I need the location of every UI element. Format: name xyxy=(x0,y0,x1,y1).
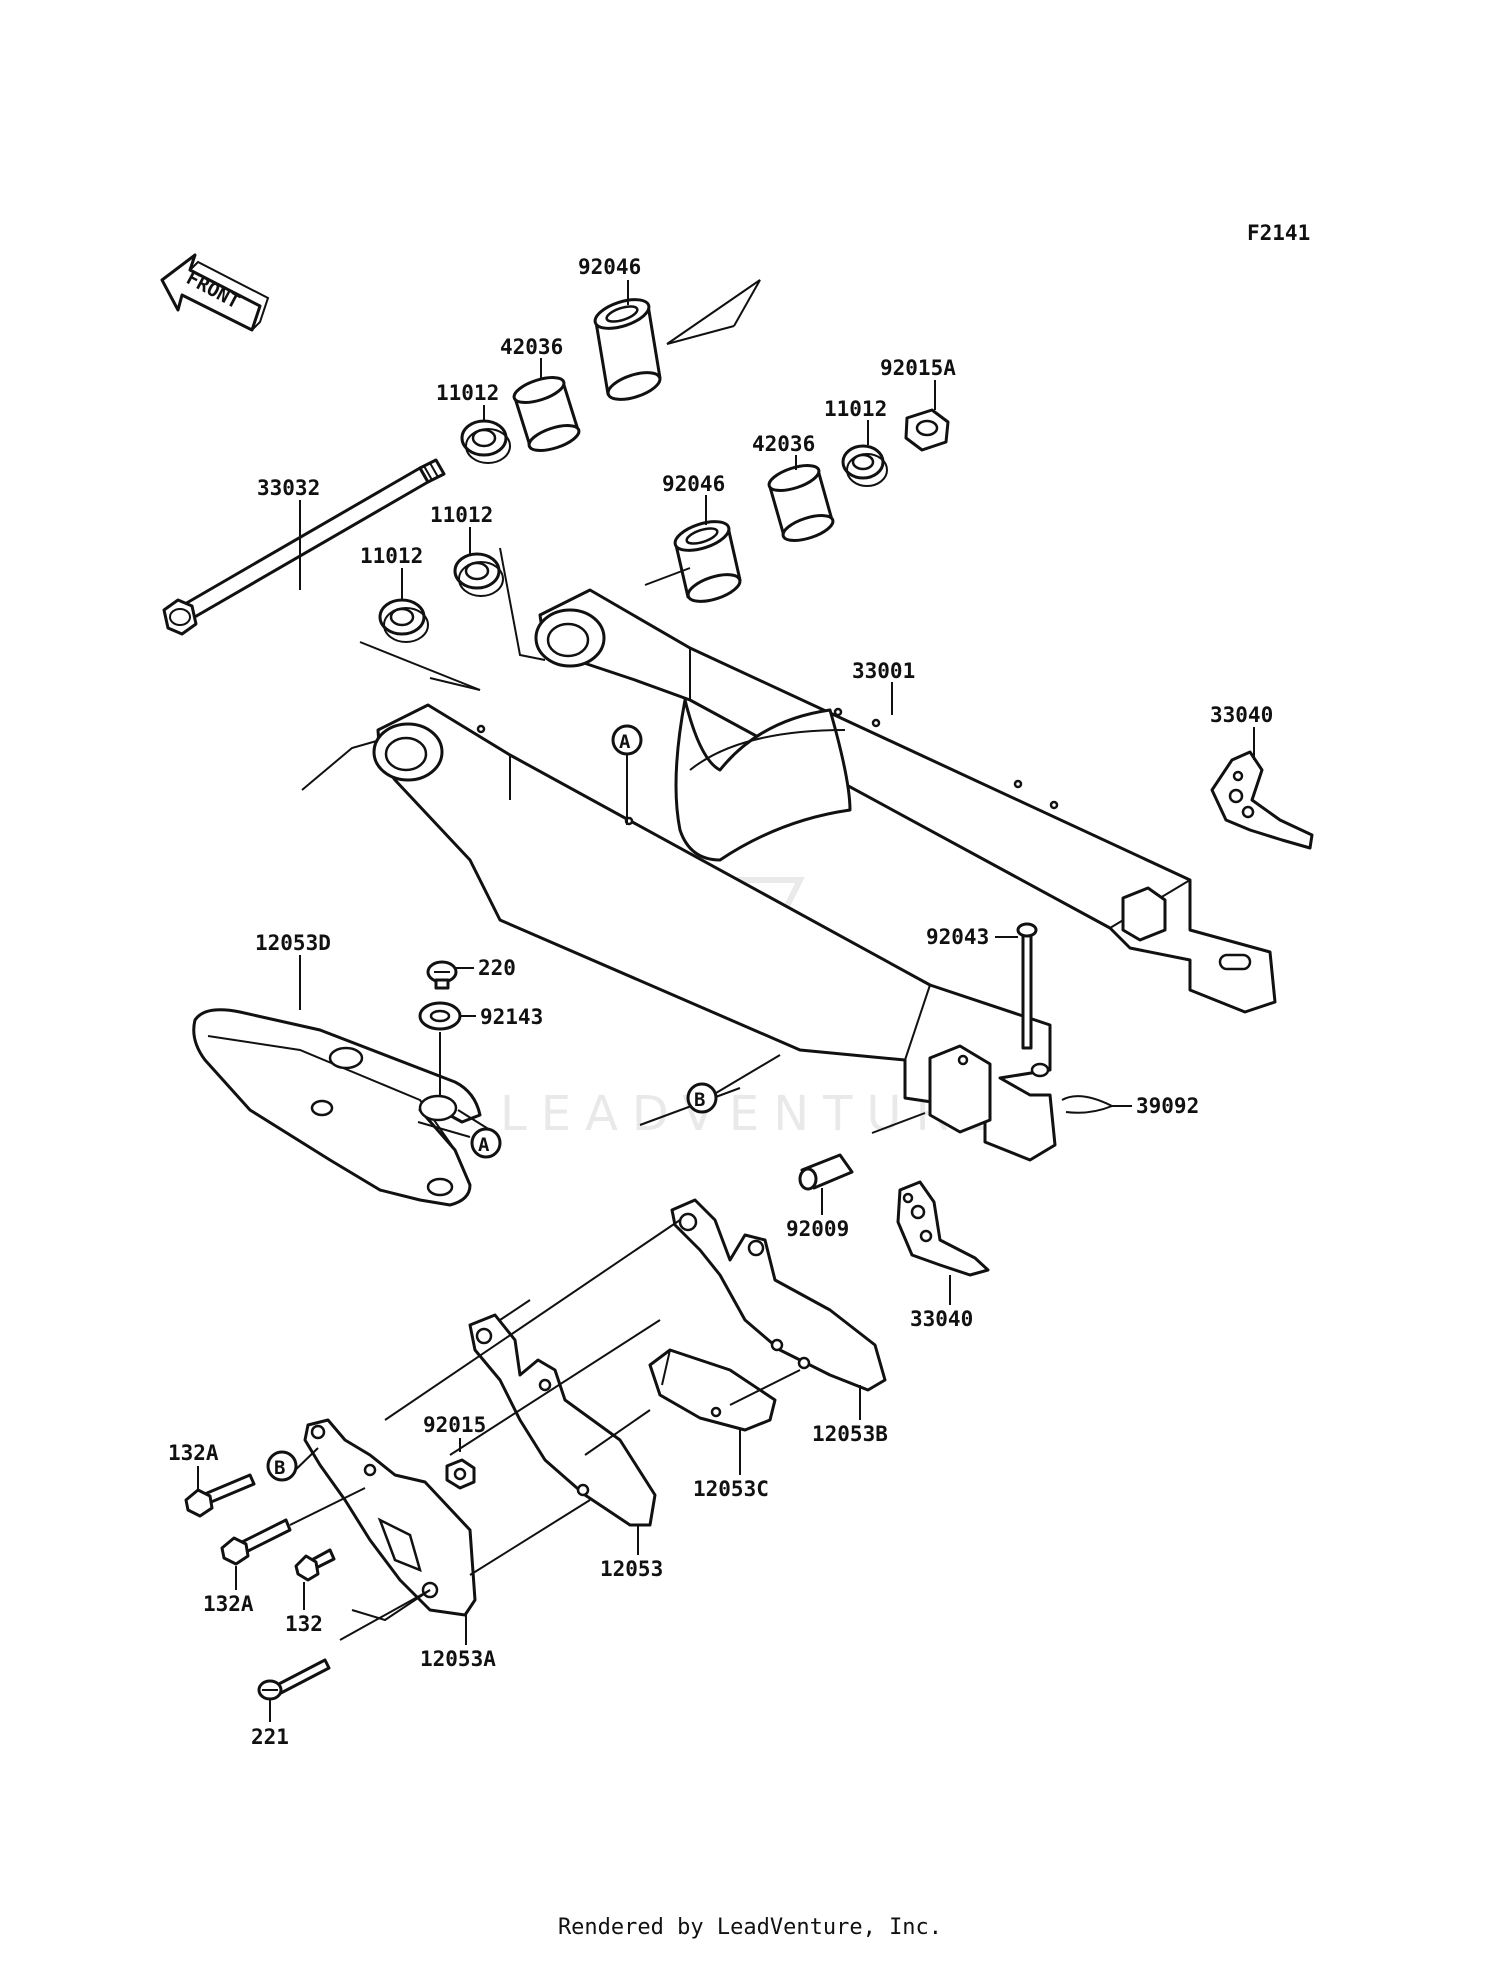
label-92143: 92143 xyxy=(480,1005,543,1029)
label-12053A: 12053A xyxy=(420,1647,496,1671)
bolt-132 xyxy=(294,1548,336,1582)
screw-220 xyxy=(426,960,458,990)
label-132A-top: 132A xyxy=(168,1441,219,1465)
bolt-132A-top xyxy=(184,1473,256,1518)
label-92015: 92015 xyxy=(423,1413,486,1437)
label-92046-mid: 92046 xyxy=(662,472,725,496)
nut-92015 xyxy=(445,1458,476,1490)
guide-plate-12053 xyxy=(468,1313,657,1527)
label-132: 132 xyxy=(285,1612,323,1636)
label-12053B: 12053B xyxy=(812,1422,888,1446)
svg-text:B: B xyxy=(694,1089,705,1111)
chain-slider-12053D xyxy=(192,1008,482,1207)
label-221: 221 xyxy=(251,1725,289,1749)
label-12053D: 12053D xyxy=(255,931,331,955)
footer-credit: Rendered by LeadVenture, Inc. xyxy=(557,1915,943,1940)
seal-11012-right xyxy=(841,444,888,487)
screw-221 xyxy=(257,1658,331,1701)
label-11012-left: 11012 xyxy=(360,544,423,568)
bolt-132A-bottom xyxy=(220,1518,292,1566)
label-11012-top: 11012 xyxy=(436,381,499,405)
label-33032: 33032 xyxy=(257,476,320,500)
nut-92015A xyxy=(904,408,950,452)
label-33040-top: 33040 xyxy=(1210,703,1273,727)
pin-92043 xyxy=(1016,922,1038,1050)
chain-adjuster-33040-bottom xyxy=(896,1180,990,1277)
label-33040-bottom: 33040 xyxy=(910,1307,973,1331)
svg-text:A: A xyxy=(619,731,631,753)
label-220: 220 xyxy=(478,956,516,980)
pivot-shaft-33032 xyxy=(162,458,446,636)
guide-plate-12053A xyxy=(303,1418,477,1617)
pivot-sleeve-42036-right xyxy=(767,464,835,542)
svg-text:A: A xyxy=(478,1134,490,1156)
label-42036-right: 42036 xyxy=(752,432,815,456)
ref-a-slider: A xyxy=(470,1127,502,1159)
seal-11012-mid xyxy=(453,552,504,597)
clip-39092 xyxy=(1061,1095,1113,1114)
label-92015A: 92015A xyxy=(880,356,956,380)
label-92009: 92009 xyxy=(786,1217,849,1241)
ref-b-swingarm: B xyxy=(686,1054,781,1114)
label-12053: 12053 xyxy=(600,1557,663,1581)
figure-code: F2141 xyxy=(1247,221,1310,245)
front-arrow-icon: FRONT xyxy=(160,253,270,332)
svg-text:B: B xyxy=(274,1457,285,1479)
label-11012-right: 11012 xyxy=(824,397,887,421)
label-42036-top: 42036 xyxy=(500,335,563,359)
label-12053C: 12053C xyxy=(693,1477,769,1501)
label-39092: 39092 xyxy=(1136,1094,1199,1118)
label-33001: 33001 xyxy=(852,659,915,683)
label-92043: 92043 xyxy=(926,925,989,949)
pivot-sleeve-42036-top xyxy=(512,376,581,452)
pivot-bushing-92046-mid xyxy=(673,520,742,603)
label-92046-top: 92046 xyxy=(578,255,641,279)
guide-plate-12053B xyxy=(670,1198,887,1392)
chain-adjuster-33040-top xyxy=(1210,750,1314,850)
ref-b-guide: B xyxy=(266,1450,298,1482)
guide-block-12053C xyxy=(648,1348,777,1432)
swingarm-33001 xyxy=(372,588,1277,1162)
label-132A-bottom: 132A xyxy=(203,1592,254,1616)
bolt-92009 xyxy=(798,1153,854,1191)
label-11012-mid: 11012 xyxy=(430,503,493,527)
ref-a-swingarm: A xyxy=(611,724,643,825)
seal-11012-top xyxy=(460,419,511,464)
seal-11012-left xyxy=(378,598,429,643)
pivot-bushing-92046-top xyxy=(593,298,662,401)
